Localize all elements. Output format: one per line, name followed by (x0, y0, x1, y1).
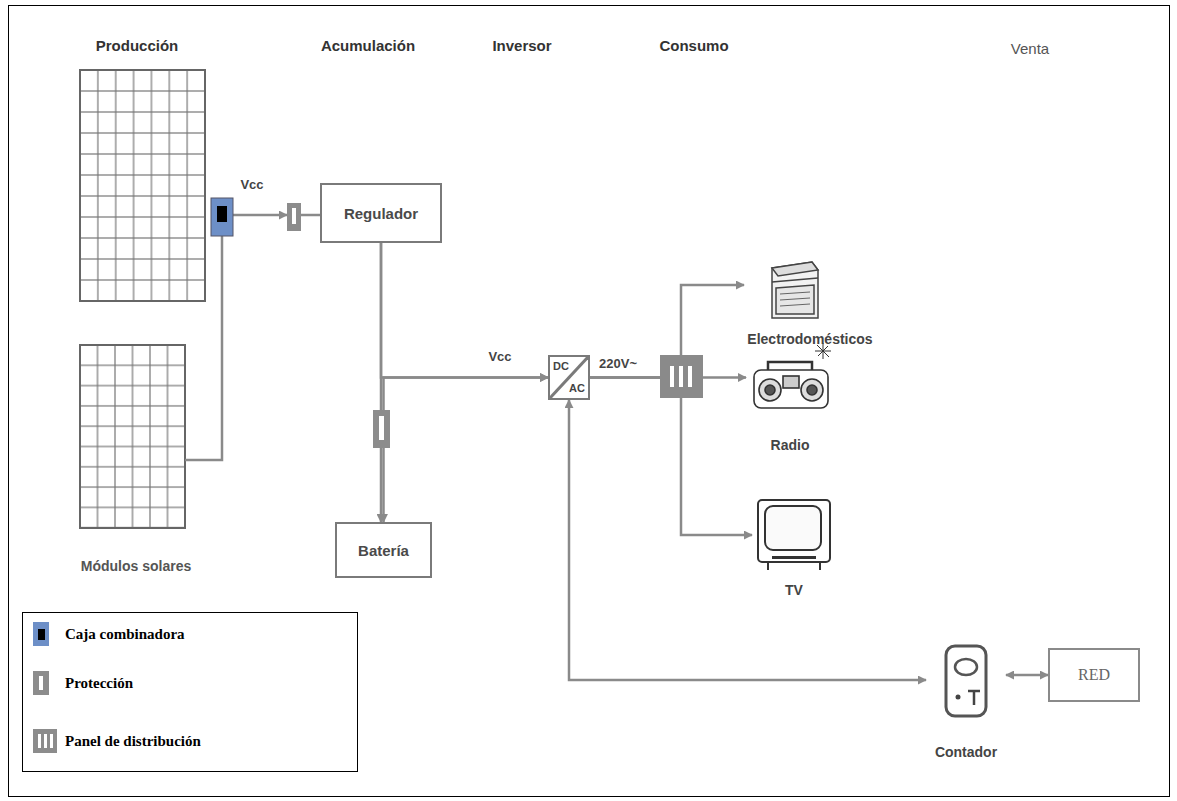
meter-icon (946, 646, 986, 716)
connector-arrow (590, 378, 752, 536)
protection-symbol (287, 203, 301, 231)
node-label: DC (553, 361, 569, 372)
legend-entry: Panel de distribución (33, 728, 201, 754)
column-heading: Consumo (659, 37, 728, 54)
node-label: Radio (771, 437, 810, 453)
node-label: RED (1078, 666, 1110, 684)
appliance-icon (772, 262, 818, 318)
connector-arrow (380, 243, 383, 522)
combiner-box-core (217, 206, 227, 222)
dc-wire (300, 214, 320, 217)
distribution-panel-bar (688, 366, 692, 387)
distribution-panel (660, 355, 703, 398)
connector-arrow (381, 243, 548, 378)
swatch-bar (50, 734, 53, 748)
node-label: Regulador (344, 205, 418, 222)
column-heading: Producción (96, 37, 179, 54)
legend-text: Panel de distribución (65, 733, 201, 750)
connector-arrow (1006, 674, 1048, 677)
node-label: Batería (358, 542, 409, 559)
node-label: AC (569, 383, 585, 394)
connector-arrow (384, 378, 549, 523)
protection-symbol-core (292, 208, 296, 224)
appliance-node: Electrodomésticos (744, 255, 876, 347)
protection-symbol (373, 410, 390, 448)
inverter-diagonal-line (550, 357, 588, 398)
distribution-panel-bar (670, 366, 674, 387)
solar-module (80, 345, 185, 528)
tv-node: TV (752, 493, 836, 598)
swatch-core (39, 676, 43, 690)
legend-text: Protección (65, 675, 133, 692)
battery-box: Batería (335, 522, 432, 578)
swatch-bar (38, 734, 41, 748)
legend-swatch (33, 622, 49, 646)
connector-arrow (569, 400, 926, 680)
column-heading: Inversor (492, 37, 551, 54)
meter-node: Contador (926, 643, 1006, 760)
node-label: Contador (935, 744, 997, 760)
tv-icon (758, 500, 830, 570)
regulator-box: Regulador (320, 183, 442, 243)
column-heading: Venta (1011, 40, 1049, 57)
inverter-box: DCAC (548, 355, 590, 400)
dc-wire (233, 214, 287, 217)
protection-symbol-core (379, 416, 384, 440)
radio-node: Radio (746, 350, 834, 453)
legend-box: Caja combinadoraProtecciónPanel de distr… (22, 612, 358, 772)
signal-label: Vcc (238, 177, 265, 192)
signal-label: 220V~ (597, 356, 639, 371)
combiner-box (211, 198, 233, 236)
signal-label: Vcc (486, 349, 513, 364)
legend-text: Caja combinadora (65, 626, 185, 643)
swatch-bar (44, 734, 47, 748)
node-label: Electrodomésticos (747, 331, 872, 347)
legend-entry: Caja combinadora (33, 621, 185, 647)
swatch-core (38, 629, 45, 640)
component-label: Módulos solares (81, 558, 191, 574)
node-label: TV (785, 582, 803, 598)
legend-swatch (33, 671, 49, 695)
solar-module (80, 70, 205, 301)
distribution-panel-bar (679, 366, 683, 387)
column-heading: Acumulación (321, 37, 415, 54)
radio-icon (754, 343, 831, 408)
grid-box: RED (1048, 648, 1140, 702)
legend-swatch (33, 729, 57, 753)
legend-entry: Protección (33, 670, 133, 696)
dc-wire (185, 236, 222, 460)
